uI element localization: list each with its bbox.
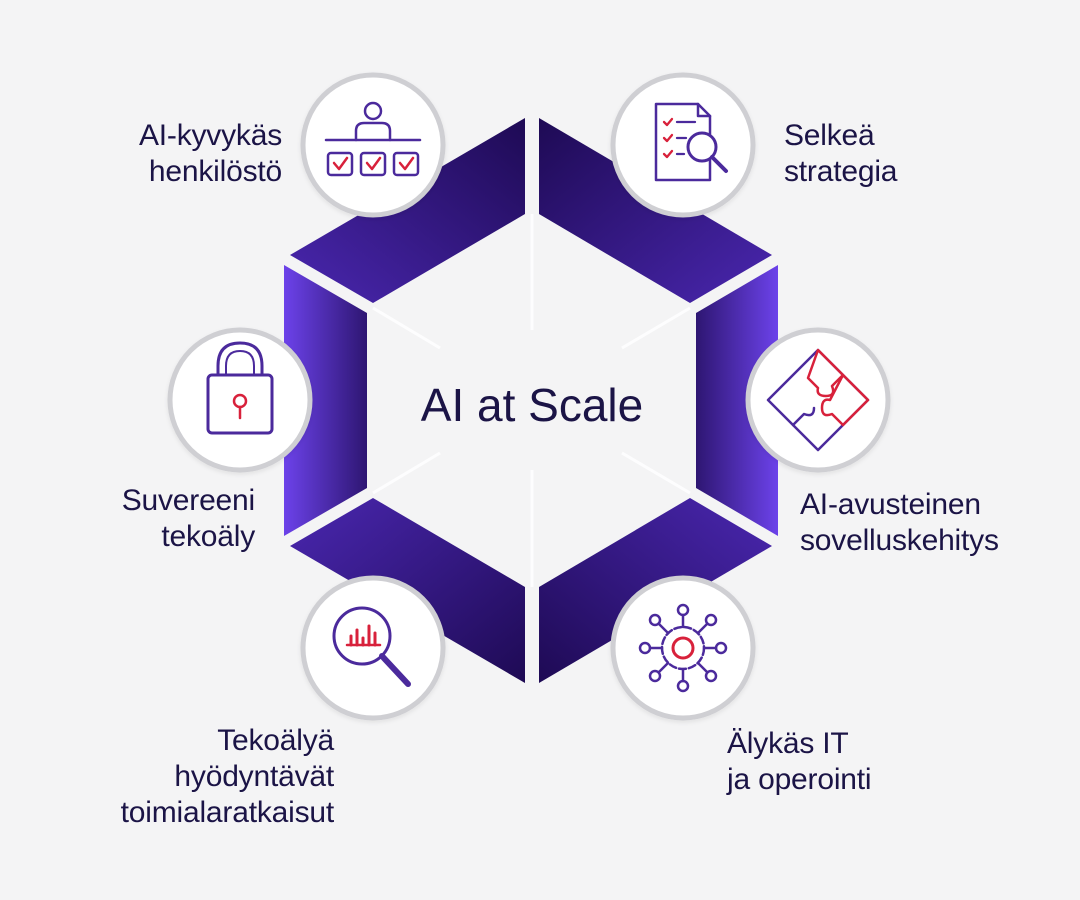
label-line: hyödyntävät — [174, 760, 334, 793]
label-ai-assisted-dev: AI-avusteinen sovelluskehitys — [800, 487, 1070, 559]
node-staff — [300, 72, 446, 218]
node-industry — [300, 575, 446, 721]
label-line: sovelluskehitys — [800, 524, 999, 557]
label-line: AI-avusteinen — [800, 488, 981, 521]
inner-spokes — [372, 214, 691, 587]
presenter-checklist-icon — [324, 101, 422, 177]
magnifier-chart-icon — [332, 606, 411, 687]
label-line: Tekoälyä — [217, 724, 334, 757]
label-line: Älykäs IT — [727, 727, 849, 760]
center-title: AI at Scale — [421, 379, 643, 431]
padlock-icon — [206, 341, 274, 435]
node-dev — [745, 327, 891, 473]
label-sovereign-ai: Suvereeni tekoäly — [40, 483, 255, 555]
label-line: henkilöstö — [148, 155, 282, 188]
network-gear-icon — [638, 603, 728, 693]
label-industry-solutions: Tekoälyä hyödyntävät toimialaratkaisut — [40, 723, 335, 831]
label-line: AI-kyvykäs — [138, 119, 282, 152]
label-line: Selkeä — [784, 119, 875, 152]
node-strategy — [610, 72, 756, 218]
hex-segment-left — [284, 265, 367, 536]
label-intelligent-it: Älykäs IT ja operointi — [727, 726, 987, 798]
label-line: toimialaratkaisut — [120, 796, 335, 829]
node-it — [610, 575, 756, 721]
label-line: strategia — [784, 155, 898, 188]
hex-segment-top-left — [290, 118, 525, 303]
hex-segment-right — [696, 265, 778, 536]
label-line: tekoäly — [161, 520, 255, 553]
label-line: Suvereeni — [121, 484, 255, 517]
puzzle-icon — [766, 348, 870, 452]
label-clear-strategy: Selkeä strategia — [784, 118, 1004, 190]
document-search-icon — [654, 102, 728, 182]
label-ai-capable-staff: AI-kyvykäs henkilöstö — [60, 118, 282, 190]
label-line: ja operointi — [727, 763, 872, 796]
node-sovereign — [167, 327, 313, 473]
